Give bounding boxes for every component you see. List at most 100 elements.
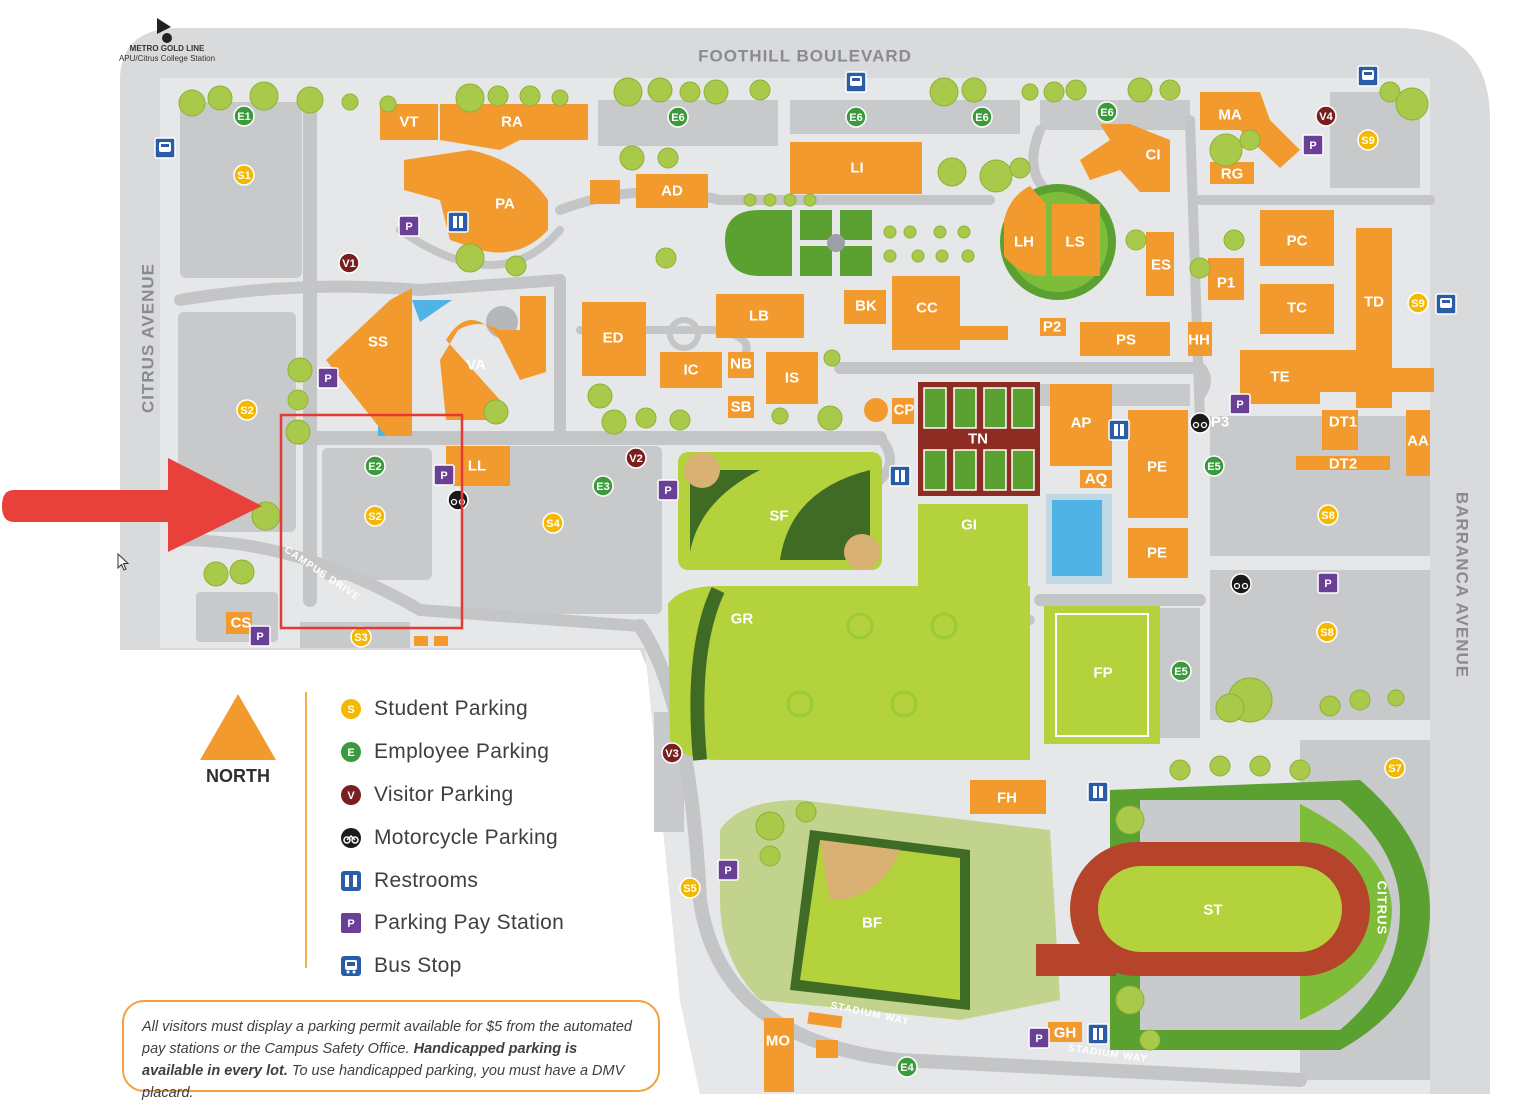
reflecting-pool: [412, 300, 452, 322]
svg-text:P: P: [347, 918, 354, 930]
label-pc: PC: [1287, 233, 1308, 250]
student-parking-badge[interactable]: S3: [350, 626, 372, 648]
map-legend: S Student Parking E Employee Parking V V…: [340, 688, 640, 988]
svg-text:P: P: [664, 485, 671, 497]
employee-parking-badge[interactable]: E6: [667, 106, 689, 128]
svg-text:P: P: [324, 373, 331, 385]
legend-item-pay-station: P Parking Pay Station: [340, 902, 640, 945]
student-parking-badge-label: S4: [546, 518, 560, 530]
motorcycle-parking-icon[interactable]: [1189, 412, 1211, 434]
svg-text:E: E: [347, 747, 354, 759]
student-parking-badge[interactable]: S8: [1317, 504, 1339, 526]
restroom-icon[interactable]: [447, 211, 469, 233]
visitor-parking-badge[interactable]: V2: [625, 447, 647, 469]
label-dt2: DT2: [1329, 456, 1357, 473]
visitor-parking-badge[interactable]: V4: [1315, 105, 1337, 127]
employee-parking-icon: E: [340, 741, 362, 763]
label-fp: FP: [1093, 665, 1112, 682]
visitor-parking-badge[interactable]: V1: [338, 252, 360, 274]
label-pa: PA: [495, 196, 515, 213]
pay-station-icon[interactable]: P: [717, 859, 739, 881]
employee-parking-badge[interactable]: E5: [1203, 455, 1225, 477]
bus-stop-icon[interactable]: [1435, 293, 1457, 315]
restroom-icon[interactable]: [1108, 419, 1130, 441]
motorcycle-parking-icon[interactable]: [447, 489, 469, 511]
pay-station-icon[interactable]: P: [398, 215, 420, 237]
label-aq: AQ: [1085, 471, 1108, 488]
employee-parking-badge[interactable]: E3: [592, 475, 614, 497]
lot-s2-west[interactable]: [178, 312, 296, 532]
pay-station-icon[interactable]: P: [433, 464, 455, 486]
pay-station-icon[interactable]: P: [317, 367, 339, 389]
employee-parking-badge[interactable]: E1: [233, 105, 255, 127]
label-sb: SB: [731, 399, 752, 416]
label-ma: MA: [1218, 107, 1241, 124]
metro-station-icon: [157, 18, 172, 43]
red-arrow-icon: [2, 458, 262, 552]
legend-divider: [305, 692, 307, 968]
north-label: NORTH: [206, 766, 270, 786]
tennis-courts: [923, 387, 1035, 491]
notice-text-1: All visitors must display a parking perm…: [142, 1019, 632, 1057]
student-parking-badge[interactable]: S2: [236, 399, 258, 421]
restroom-icon[interactable]: [1087, 781, 1109, 803]
label-cp: CP: [894, 402, 915, 419]
bus-stop-icon[interactable]: [154, 137, 176, 159]
baseball-field: [720, 800, 1060, 1020]
employee-parking-badge-label: E5: [1207, 461, 1220, 473]
pay-station-icon[interactable]: P: [1317, 572, 1339, 594]
student-parking-badge[interactable]: S7: [1384, 757, 1406, 779]
employee-parking-badge-label: E5: [1174, 666, 1187, 678]
label-hh: HH: [1188, 332, 1210, 349]
student-parking-badge[interactable]: S1: [233, 164, 255, 186]
employee-parking-badge[interactable]: E6: [1096, 101, 1118, 123]
label-st: ST: [1203, 902, 1222, 919]
pay-station-icon[interactable]: P: [1229, 393, 1251, 415]
motorcycle-parking-icon[interactable]: [1230, 573, 1252, 595]
visitor-parking-badge-label: V4: [1319, 111, 1333, 123]
metro-line-name: METRO GOLD LINE: [129, 44, 205, 53]
student-parking-badge-label: S2: [368, 511, 381, 523]
visitor-parking-badge[interactable]: V3: [661, 742, 683, 764]
student-parking-badge[interactable]: S2: [364, 505, 386, 527]
student-parking-badge[interactable]: S9: [1407, 292, 1429, 314]
pool-water: [1052, 500, 1102, 576]
bus-stop-icon[interactable]: [1357, 65, 1379, 87]
football-practice-field: [1044, 606, 1160, 744]
label-ed: ED: [603, 330, 624, 347]
employee-parking-badge-label: E3: [596, 481, 609, 493]
restroom-icon[interactable]: [889, 465, 911, 487]
employee-parking-badge[interactable]: E4: [896, 1056, 918, 1078]
employee-parking-badge[interactable]: E6: [845, 106, 867, 128]
label-lh: LH: [1014, 234, 1034, 251]
lot-s1[interactable]: [180, 102, 302, 278]
employee-parking-badge-label: E6: [671, 112, 684, 124]
student-parking-badge[interactable]: S4: [542, 512, 564, 534]
pay-station-icon[interactable]: P: [1302, 134, 1324, 156]
label-p2: P2: [1043, 319, 1061, 336]
pay-station-icon[interactable]: P: [249, 625, 271, 647]
employee-parking-badge[interactable]: E5: [1170, 660, 1192, 682]
employee-parking-badge-label: E6: [849, 112, 862, 124]
lot-s8-1[interactable]: [1210, 416, 1430, 556]
label-cc: CC: [916, 300, 938, 317]
restroom-icon[interactable]: [1087, 1023, 1109, 1045]
student-parking-badge[interactable]: S8: [1316, 621, 1338, 643]
employee-parking-badge[interactable]: E6: [971, 106, 993, 128]
student-parking-badge[interactable]: S5: [679, 877, 701, 899]
employee-parking-badge[interactable]: E2: [364, 455, 386, 477]
metro-station-label: METRO GOLD LINE APU/Citrus College Stati…: [112, 18, 222, 64]
label-tn: TN: [968, 431, 988, 448]
svg-text:S: S: [347, 704, 354, 716]
label-bk: BK: [855, 298, 877, 315]
stadium-citrus-label: CITRUS: [1375, 881, 1390, 935]
lot-e6-1[interactable]: [598, 100, 778, 146]
svg-text:P: P: [256, 631, 263, 643]
student-parking-badge[interactable]: S9: [1357, 129, 1379, 151]
north-indicator: NORTH: [198, 692, 278, 787]
pay-station-icon[interactable]: P: [1028, 1027, 1050, 1049]
pay-station-icon[interactable]: P: [657, 479, 679, 501]
bus-stop-icon[interactable]: [845, 71, 867, 93]
motorcycle-parking-icon: [340, 827, 362, 849]
mouse-cursor-icon: [117, 553, 130, 571]
